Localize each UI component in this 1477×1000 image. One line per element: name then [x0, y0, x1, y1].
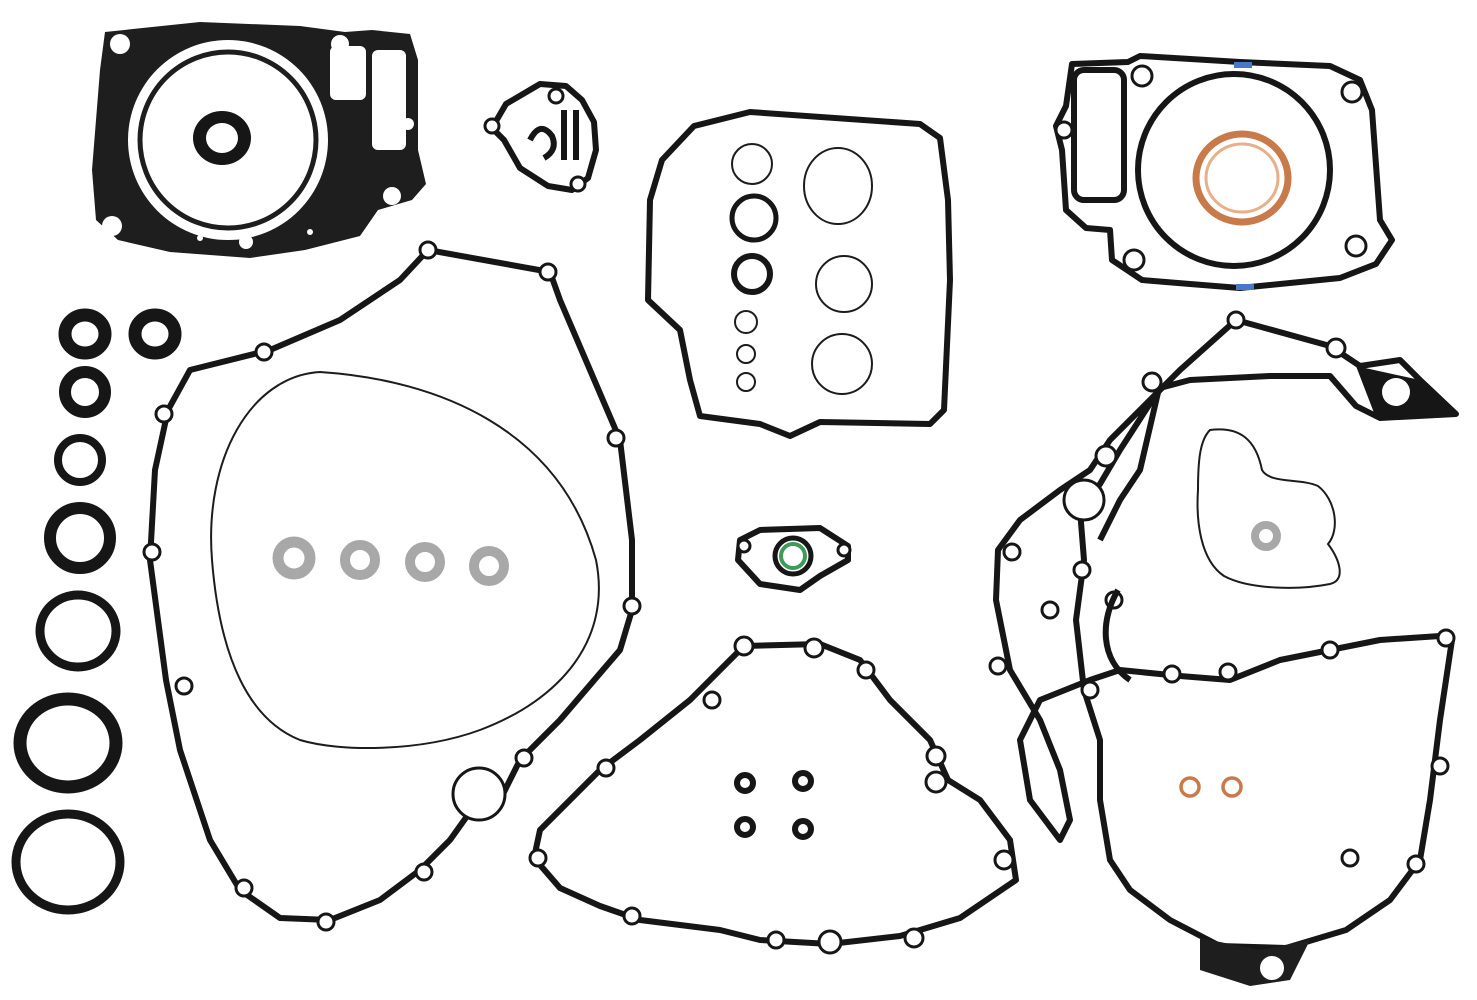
tensioner-gasket [483, 81, 599, 193]
valve-cover-gasket [645, 109, 953, 439]
clutch-cover-gasket [142, 240, 642, 932]
water-pump-gasket [735, 525, 852, 593]
middle-cover-gasket [528, 635, 1019, 955]
crankcase-gasket [988, 310, 1459, 986]
head-gasket-left [92, 22, 426, 258]
oil-seals [11, 308, 182, 915]
head-gasket-right [1053, 53, 1395, 291]
